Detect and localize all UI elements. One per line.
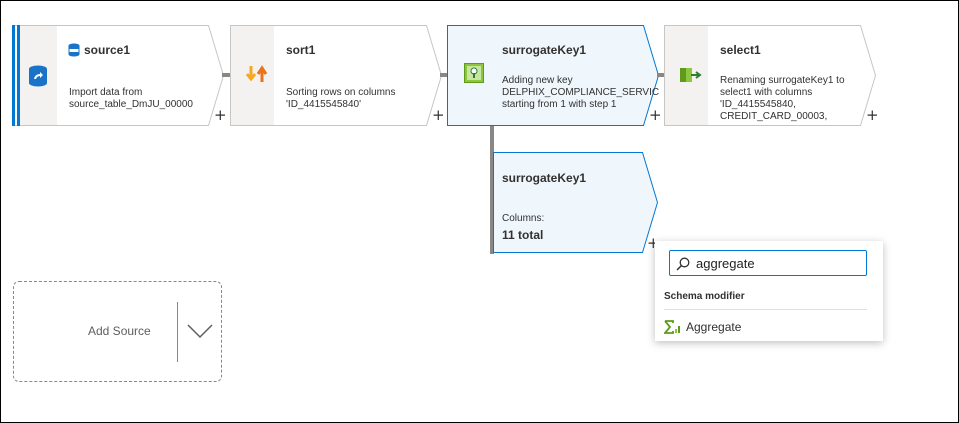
columns-label: Columns: <box>502 213 545 224</box>
sort-icon <box>245 65 268 88</box>
columns-value: 11 total <box>502 228 544 242</box>
chevron-down-icon[interactable] <box>186 322 214 345</box>
divider <box>177 302 178 362</box>
divider <box>664 309 867 310</box>
add-transform-button[interactable]: + <box>214 106 227 124</box>
node-sort1[interactable]: sort1 Sorting rows on columns 'ID_441554… <box>230 25 443 127</box>
node-description: Adding new key DELPHIX_COMPLIANCE_SERVIC… <box>502 75 659 110</box>
add-transform-button[interactable]: + <box>649 106 662 124</box>
branch-connector <box>490 126 494 254</box>
aggregate-icon <box>663 319 682 340</box>
connector <box>222 73 232 77</box>
select-icon <box>680 67 702 88</box>
search-input[interactable]: aggregate <box>669 250 867 276</box>
node-surrogatekey1-branch-shape <box>493 152 659 253</box>
section-header: Schema modifier <box>664 291 745 302</box>
transform-picker-popup: aggregate Schema modifier Aggregate <box>655 241 883 341</box>
node-title: select1 <box>720 43 761 57</box>
node-description: Import data from source_table_DmJU_00000 <box>69 87 193 110</box>
add-transform-button[interactable]: + <box>866 106 879 124</box>
node-source1[interactable]: source1 Import data from source_table_Dm… <box>12 25 225 127</box>
search-icon <box>676 257 690 276</box>
node-title: surrogateKey1 <box>502 43 587 57</box>
add-source-label: Add Source <box>88 324 151 338</box>
connector <box>657 73 667 77</box>
connector <box>440 73 450 77</box>
node-title: surrogateKey1 <box>502 171 587 185</box>
node-title: source1 <box>84 43 131 57</box>
add-source-box[interactable]: Add Source <box>13 281 222 382</box>
search-value: aggregate <box>696 256 755 271</box>
source-database-icon <box>28 65 48 92</box>
node-description: Renaming surrogateKey1 to select1 with c… <box>720 75 845 122</box>
node-select1[interactable]: select1 Renaming surrogateKey1 to select… <box>664 25 877 127</box>
node-surrogatekey1-shape <box>447 25 660 126</box>
node-surrogatekey1-branch[interactable]: surrogateKey1 Columns: 11 total <box>493 152 659 254</box>
surrogate-key-icon <box>464 63 484 88</box>
node-description: Sorting rows on columns 'ID_4415545840' <box>286 87 396 110</box>
menu-item-aggregate[interactable]: Aggregate <box>663 319 864 335</box>
node-surrogatekey1[interactable]: surrogateKey1 Adding new key DELPHIX_COM… <box>447 25 660 127</box>
menu-item-label: Aggregate <box>686 320 742 334</box>
add-transform-button[interactable]: + <box>432 106 445 124</box>
node-select1-shape <box>664 25 877 126</box>
node-title: sort1 <box>286 43 316 57</box>
sql-icon <box>68 43 80 62</box>
